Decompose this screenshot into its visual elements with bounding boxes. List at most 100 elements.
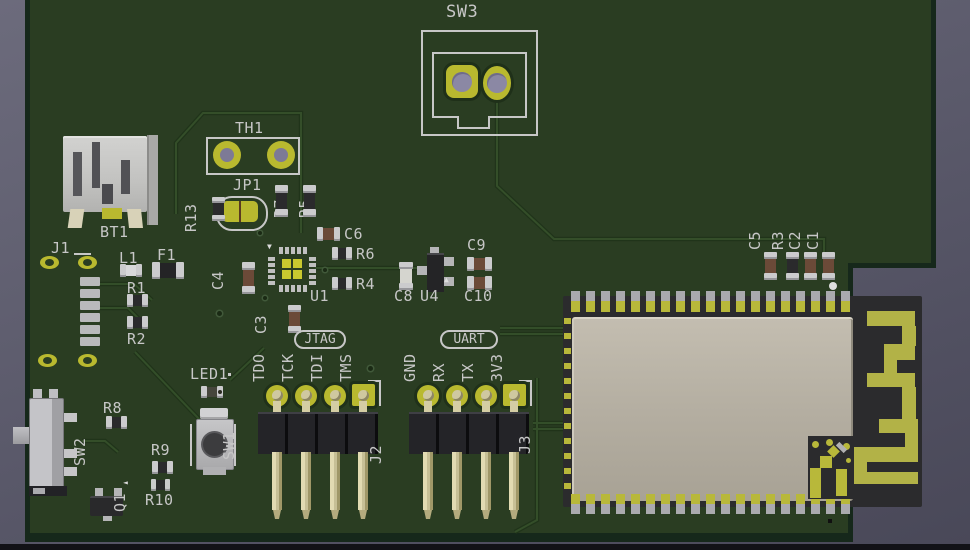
sw2-lead xyxy=(49,389,58,398)
sw3-outline xyxy=(457,116,459,129)
sw3-outline xyxy=(525,52,527,118)
sw2-actuator xyxy=(13,427,32,444)
sw1-button xyxy=(203,433,226,456)
module-pad xyxy=(843,306,849,312)
silk-label-r4: R4 xyxy=(356,275,376,293)
jtag-pin xyxy=(301,390,312,401)
bt1-slot xyxy=(102,184,113,204)
sw3-outline xyxy=(432,116,459,118)
component-r9 xyxy=(152,461,173,474)
bt1-pad xyxy=(102,208,122,219)
antenna-trace xyxy=(879,419,918,433)
antenna-trace xyxy=(854,472,918,484)
u1-center-pad xyxy=(293,270,302,279)
jtag-pin-label-tdo: TDO xyxy=(250,353,268,382)
j1-smd-pad xyxy=(80,277,100,286)
j1-pad xyxy=(38,354,57,367)
jtag-pin-label-tms: TMS xyxy=(337,353,355,382)
uart-pin-label-rx: RX xyxy=(430,362,448,382)
sw2-foot xyxy=(33,488,45,494)
j1-smd-pad xyxy=(80,301,100,310)
silk-label-r10: R10 xyxy=(145,491,174,509)
jtag-pin xyxy=(358,452,368,510)
antenna-trace xyxy=(884,344,915,360)
j1-smd-pad xyxy=(80,313,100,322)
bt1-slot xyxy=(121,160,130,194)
via xyxy=(217,311,222,316)
component-f1 xyxy=(152,262,184,279)
component-c4 xyxy=(242,262,255,294)
sw2-lead xyxy=(33,389,42,398)
component-r8 xyxy=(106,416,127,429)
module-pad xyxy=(820,456,832,468)
module-pad xyxy=(812,441,819,448)
silk-label-c3: C3 xyxy=(252,314,270,334)
jtag-pin xyxy=(358,390,369,401)
component-r10 xyxy=(151,479,170,491)
silk-label-jp1: JP1 xyxy=(233,176,262,194)
led1-silk-dot xyxy=(228,373,231,376)
uart-pin-tip xyxy=(424,510,432,519)
silk-label-u4: U4 xyxy=(420,287,440,305)
th1-outline xyxy=(206,137,300,175)
jtag-header-body xyxy=(258,412,378,454)
silk-label-sw1: SW1 xyxy=(220,431,238,460)
component-c5 xyxy=(764,252,777,280)
board-mark xyxy=(828,519,832,523)
component-c10 xyxy=(467,276,492,290)
uart-group-label: UART xyxy=(440,330,498,349)
uart-pin1-bracket xyxy=(530,380,532,406)
bt1-foot xyxy=(127,209,143,228)
jtag-pin xyxy=(301,452,311,510)
antenna-trace xyxy=(905,431,918,449)
component-c8 xyxy=(399,262,413,290)
j1-pad xyxy=(78,256,97,269)
uart-pin xyxy=(423,452,433,510)
component-r3 xyxy=(786,252,799,280)
jtag-pin xyxy=(330,452,340,510)
u4-pin1-marker: ▲ xyxy=(444,275,449,284)
jtag-pin-label-tdi: TDI xyxy=(308,353,326,382)
silk-label-c8: C8 xyxy=(394,287,414,305)
uart-pin xyxy=(510,401,518,414)
u1-pads-top xyxy=(279,247,307,254)
component-r7 xyxy=(275,185,288,217)
component-q1 xyxy=(90,496,123,516)
module-castellations-bottom-pads xyxy=(571,494,852,504)
jtag-pin xyxy=(273,401,281,414)
uart-pin xyxy=(423,390,434,401)
silk-label-r8: R8 xyxy=(103,399,123,417)
silk-label-c4: C4 xyxy=(209,270,227,290)
module-pad xyxy=(843,443,850,450)
j1-pad xyxy=(40,256,59,269)
sw2-base xyxy=(29,486,67,496)
u1-pads-right xyxy=(309,257,316,285)
scene-floor-strip xyxy=(0,544,970,550)
sw3-outline xyxy=(457,127,490,129)
uart-pin-label-gnd: GND xyxy=(401,353,419,382)
component-c9 xyxy=(467,257,492,271)
silk-label-c5: C5 xyxy=(746,230,764,250)
silk-label-u1: U1 xyxy=(310,287,330,305)
antenna-trace xyxy=(902,387,916,421)
jtag-pin-tip xyxy=(331,510,339,519)
j1-smd-pad xyxy=(80,325,100,334)
u4-lead xyxy=(430,247,439,255)
jtag-pin1-bracket xyxy=(368,380,381,382)
sw3-pad-hole xyxy=(487,73,507,93)
uart-pin xyxy=(509,452,519,510)
module-pad xyxy=(826,439,833,446)
bt1-frame xyxy=(147,135,158,225)
uart-pin xyxy=(424,401,432,414)
component-r6 xyxy=(332,247,352,260)
silk-label-sw2: SW2 xyxy=(71,437,89,466)
th1-hole xyxy=(274,148,288,162)
sw1-actuator xyxy=(200,408,228,419)
sw1-silk-bracket xyxy=(234,424,236,466)
module-pad xyxy=(846,458,851,463)
via xyxy=(368,366,373,371)
silk-label-r1: R1 xyxy=(127,279,147,297)
antenna-trace xyxy=(854,447,918,462)
antenna-trace xyxy=(902,326,916,346)
